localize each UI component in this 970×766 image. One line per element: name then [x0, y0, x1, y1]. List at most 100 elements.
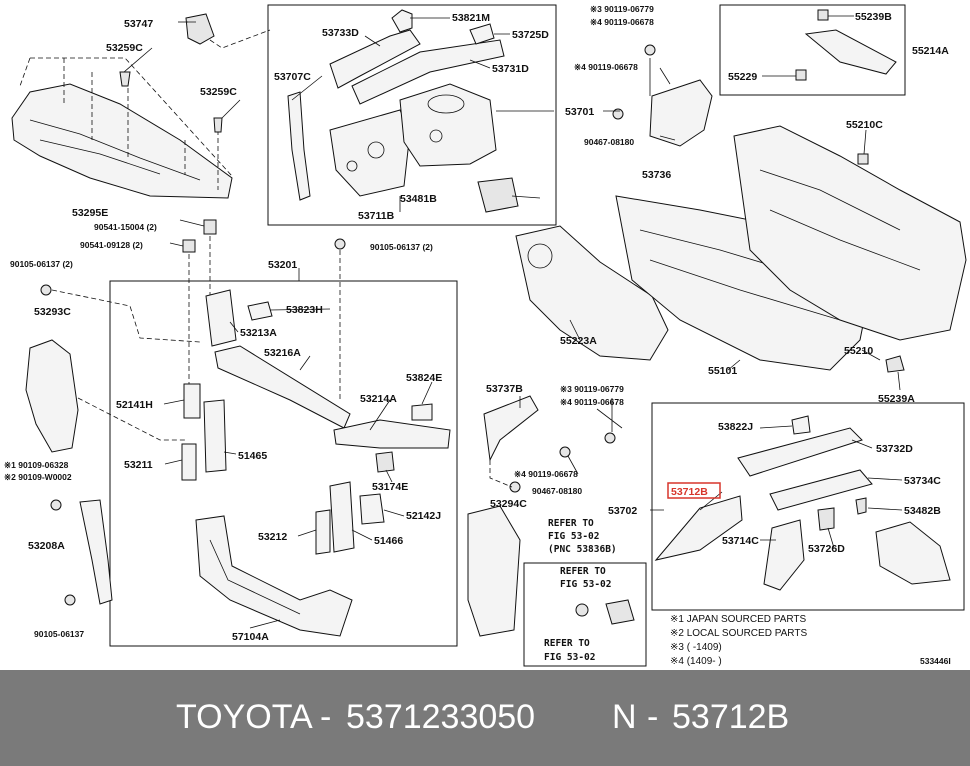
separator-2: -	[647, 698, 659, 736]
label-51465: 51465	[238, 450, 267, 462]
label-53701: 53701	[565, 106, 594, 118]
label-53293C: 53293C	[34, 306, 71, 318]
refer-1-line2: FIG 53-02	[548, 531, 599, 542]
label-53734C: 53734C	[904, 475, 941, 487]
part-53711B	[329, 109, 411, 197]
clip-90541-15004	[203, 219, 217, 235]
group-box-53702	[651, 402, 965, 611]
leader-53737B	[489, 460, 513, 488]
part-53208A	[79, 499, 113, 605]
bolt-90467-a	[612, 108, 624, 120]
brand-name: TOYOTA	[176, 698, 313, 736]
part-53821M	[391, 9, 413, 33]
refer-1-line1: REFER TO	[548, 518, 594, 529]
note-3: ※3 ( -1409)	[670, 642, 722, 653]
part-53823H	[247, 301, 273, 321]
clip-55210C	[857, 153, 869, 165]
label-53732D: 53732D	[876, 443, 913, 455]
bolt-refer	[575, 603, 589, 617]
bolt-90119-b	[604, 432, 616, 444]
exploded-parts-drawing: 53747 53259C 53259C 53295E 90541-15004 (…	[4, 4, 967, 667]
label-53823H: 53823H	[286, 304, 323, 316]
separator-1: -	[320, 698, 332, 736]
refer-3-line1: REFER TO	[544, 638, 590, 649]
label-90119-06678-b: ※4 90119-06678	[574, 62, 638, 72]
refer-1-line3: (PNC 53836B)	[548, 544, 617, 555]
highlight-53712B	[667, 482, 721, 499]
part-53707C	[287, 91, 311, 201]
label-53213A: 53213A	[240, 327, 277, 339]
part-53731D	[329, 29, 505, 105]
note-4: ※4 (1409- )	[670, 656, 722, 667]
label-90109-W0002: ※2 90109-W0002	[4, 472, 72, 482]
bolt-90119-c	[559, 446, 571, 458]
part-53732D	[737, 427, 863, 477]
part-53714C	[763, 519, 805, 591]
leader-53293C	[77, 397, 186, 441]
bolt-90105-06137-c	[334, 238, 346, 250]
label-53712B[interactable]: 53712B	[671, 486, 708, 498]
label-55210: 55210	[844, 345, 873, 357]
part-55214A	[804, 29, 897, 75]
refer-3-line2: FIG 53-02	[544, 652, 595, 663]
label-53214A: 53214A	[360, 393, 397, 405]
label-90105-06137-b: 90105-06137	[34, 629, 84, 639]
label-90119-06678-d: ※4 90119-06678	[514, 469, 578, 479]
label-90119-06779-a: ※3 90119-06779	[590, 4, 654, 14]
label-53824E: 53824E	[406, 372, 442, 384]
refer-box	[523, 562, 647, 667]
label-53711B: 53711B	[358, 210, 395, 222]
label-53174E: 53174E	[372, 481, 408, 493]
label-55239B: 55239B	[855, 11, 892, 23]
label-53294C: 53294C	[490, 498, 527, 510]
clip-refer	[605, 599, 635, 625]
part-53726D	[817, 507, 835, 531]
pnc-code: 53712B	[672, 698, 790, 736]
part-strut-tower-rh	[875, 521, 951, 585]
part-53712B	[654, 495, 743, 561]
label-53707C: 53707C	[274, 71, 311, 83]
label-55210C: 55210C	[846, 119, 883, 131]
label-53216A: 53216A	[264, 347, 301, 359]
label-55101: 55101	[708, 365, 737, 377]
part-55223A	[515, 225, 669, 361]
bolt-90119-a	[644, 44, 656, 56]
part-53211	[181, 443, 197, 481]
part-53214A	[333, 419, 451, 449]
part-55210	[733, 125, 967, 341]
part-53174E	[375, 451, 395, 473]
leader-90541	[188, 236, 211, 386]
label-53212: 53212	[258, 531, 287, 543]
part-53725D	[469, 23, 495, 45]
part-52142J	[359, 493, 385, 525]
label-55214A: 55214A	[912, 45, 949, 57]
label-53201: 53201	[268, 259, 297, 271]
label-53211: 53211	[124, 459, 153, 471]
label-90467-08180-b: 90467-08180	[532, 486, 582, 496]
part-51465	[203, 399, 227, 473]
bolt-90105-06137-b	[64, 594, 76, 606]
clip-53482B	[855, 497, 867, 515]
label-90105-06137-a: 90105-06137 (2)	[10, 259, 73, 269]
label-53733D: 53733D	[322, 27, 359, 39]
clip-90541-09128	[182, 239, 196, 253]
label-90119-06779-b: ※3 90119-06779	[560, 384, 624, 394]
clip-55239B	[817, 9, 829, 21]
figure-id: 533446I	[920, 656, 951, 666]
part-strut-tower	[399, 83, 497, 167]
refer-2-line1: REFER TO	[560, 566, 606, 577]
label-55239A: 55239A	[878, 393, 915, 405]
label-53737B: 53737B	[486, 383, 523, 395]
label-55229: 55229	[728, 71, 757, 83]
clip-55229	[795, 69, 807, 81]
label-53482B: 53482B	[904, 505, 941, 517]
label-53714C: 53714C	[722, 535, 759, 547]
part-53294C	[467, 505, 521, 637]
leader-90105	[51, 289, 201, 343]
bolt-90105-06137-a	[40, 284, 52, 296]
label-53481B: 53481B	[400, 193, 437, 205]
part-52141H	[183, 383, 201, 419]
bolt-90109	[50, 499, 62, 511]
part-number: 5371233050	[346, 698, 536, 736]
label-53726D: 53726D	[808, 543, 845, 555]
